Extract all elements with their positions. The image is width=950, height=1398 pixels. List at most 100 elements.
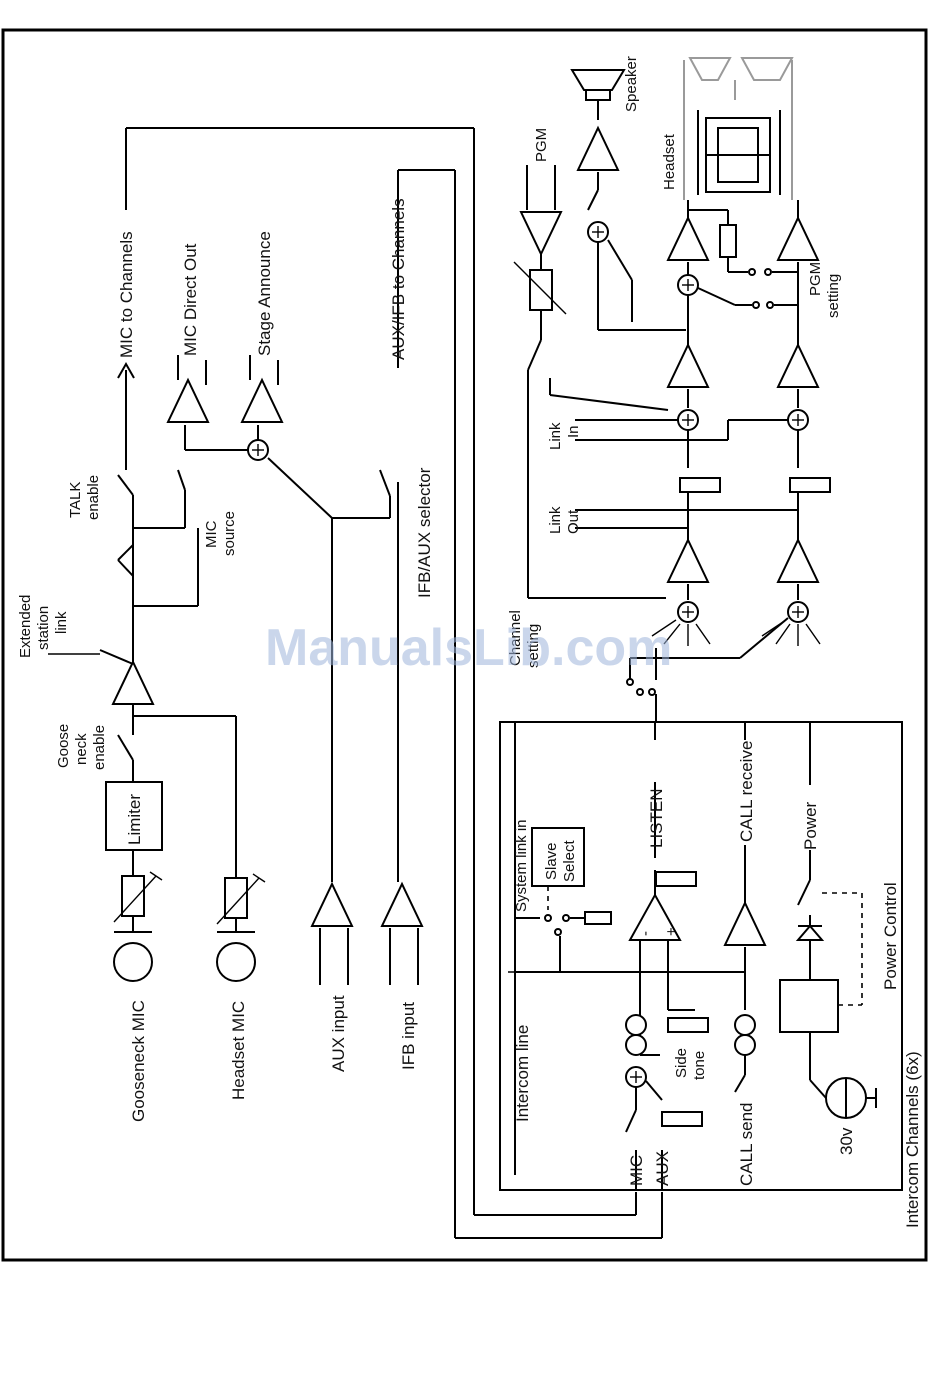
aux-ifb-to-channels-label: AUX/IFB to Channels <box>389 198 408 360</box>
headset-mic-icon <box>216 931 256 982</box>
pgm-label: PGM <box>533 128 550 162</box>
goose-neck-label-1: Goose <box>55 724 72 768</box>
pgm-setting-label-1: PGM <box>807 262 824 296</box>
gooseneck-mic-label: Gooseneck MIC <box>129 1000 148 1122</box>
mic-direct-out-amp <box>167 379 209 423</box>
extended-link-label-3: link <box>53 611 70 634</box>
intercom-channels-label: Intercom Channels (6x) <box>903 1051 922 1228</box>
talk-switch-lower <box>117 559 134 577</box>
talk-enable-label-1: TALK <box>67 482 84 518</box>
intercom-box <box>499 721 903 1191</box>
mic-source-label-1: MIC <box>203 520 220 548</box>
extended-link-switch <box>99 649 134 665</box>
mic-label: MIC <box>627 1155 646 1186</box>
side-tone-label-1: Side <box>673 1048 690 1078</box>
stage-announce-summer <box>247 439 269 461</box>
pgm-amp <box>520 211 562 255</box>
mic-section <box>48 127 663 1239</box>
power-label: Power <box>801 801 820 850</box>
headset-amp-left <box>667 217 709 261</box>
channel-out-amp-b <box>777 344 819 388</box>
link-out-label-1: Link <box>547 506 564 534</box>
intercom-line-label: Intercom line <box>513 1025 532 1122</box>
page-frame <box>1 28 928 1262</box>
slave-select-label-2: Select <box>561 839 578 882</box>
link-in-label-1: Link <box>547 422 564 450</box>
link-out-pot-b <box>789 477 831 493</box>
mic-preamp <box>112 661 154 705</box>
link-in-summer-b <box>787 409 809 431</box>
voltage-label: 30v <box>837 1127 856 1155</box>
goose-neck-label-2: neck <box>73 733 90 765</box>
speaker-amp <box>577 127 619 171</box>
output-section <box>513 57 831 722</box>
channel-setting-label-1: Channel <box>507 610 524 666</box>
gooseneck-mic-icon <box>113 931 153 982</box>
speaker-icon <box>570 69 626 91</box>
headset-mic-label: Headset MIC <box>229 1001 248 1100</box>
slave-select-box <box>531 827 585 887</box>
channel-summer-b <box>787 601 809 623</box>
listen-minus-sign: - <box>637 931 654 936</box>
call-send-label: CALL send <box>737 1103 756 1186</box>
extended-link-label-2: station <box>35 606 52 650</box>
gooseneck-enable-switch <box>117 734 134 761</box>
power-control-box <box>779 979 839 1033</box>
link-in-label-2: In <box>565 425 582 438</box>
call-receive-amp <box>724 902 766 946</box>
slave-select-label-1: Slave <box>543 842 560 880</box>
ifb-aux-selector-label: IFB/AUX selector <box>415 467 434 598</box>
ifb-aux-selector-switch <box>379 469 391 497</box>
limiter-box <box>105 781 163 851</box>
call-receive-label: CALL receive <box>737 741 756 842</box>
channel-out-amp-a <box>667 344 709 388</box>
stage-announce-label: Stage Announce <box>255 231 274 356</box>
mic-to-channels-arrow <box>117 361 135 379</box>
pgm-potentiometer <box>529 269 553 311</box>
ifb-input-amp <box>381 883 423 927</box>
power-switch <box>797 879 811 906</box>
headset-amp-right <box>777 217 819 261</box>
mic-aux-summer <box>625 1066 647 1088</box>
system-link-in-label: System link in <box>513 819 530 912</box>
watermark: ManualsLib.com <box>265 619 672 677</box>
mic-direct-out-label: MIC Direct Out <box>181 243 200 356</box>
headset-summer <box>677 274 699 296</box>
intercom-channels <box>499 721 903 1191</box>
pgm-setting-label-2: setting <box>825 274 842 318</box>
side-tone-label-2: tone <box>691 1051 708 1080</box>
mic-to-channels-label: MIC to Channels <box>117 231 136 358</box>
link-out-label-2: Out <box>565 509 582 534</box>
aux-input-label: AUX input <box>329 995 348 1072</box>
link-in-summer-a <box>677 409 699 431</box>
link-out-pot-a <box>679 477 721 493</box>
channel-in-amp-a <box>667 539 709 583</box>
channel-in-amp-b <box>777 539 819 583</box>
mic-source-switch <box>177 469 186 491</box>
listen-label: LISTEN <box>647 788 666 848</box>
mic-switch <box>625 1109 637 1133</box>
slave-select-resistor <box>584 911 612 925</box>
aux-label: AUX <box>653 1151 672 1186</box>
speaker-summer <box>587 221 609 243</box>
pgm-switch <box>527 339 542 371</box>
headset-icon <box>683 57 794 200</box>
limiter-label: Limiter <box>125 794 144 845</box>
speaker-label: Speaker <box>623 56 640 112</box>
stage-announce-amp <box>241 379 283 423</box>
headset-label: Headset <box>661 133 678 190</box>
mic-source-label-2: source <box>221 511 238 556</box>
aux-input-amp <box>311 883 353 927</box>
listen-amp <box>628 892 682 941</box>
power-diode <box>795 924 825 941</box>
labels: Gooseneck MIC Headset MIC Limiter Goose … <box>17 56 922 1228</box>
channel-summer-a <box>677 601 699 623</box>
goose-neck-label-3: enable <box>91 725 108 770</box>
listen-plus-sign: + <box>663 927 680 936</box>
power-control-label: Power Control <box>881 882 900 990</box>
call-send-switch <box>734 1074 746 1093</box>
ifb-input-label: IFB input <box>399 1002 418 1070</box>
extended-link-label-1: Extended <box>17 595 34 658</box>
talk-enable-label-2: enable <box>85 475 102 520</box>
